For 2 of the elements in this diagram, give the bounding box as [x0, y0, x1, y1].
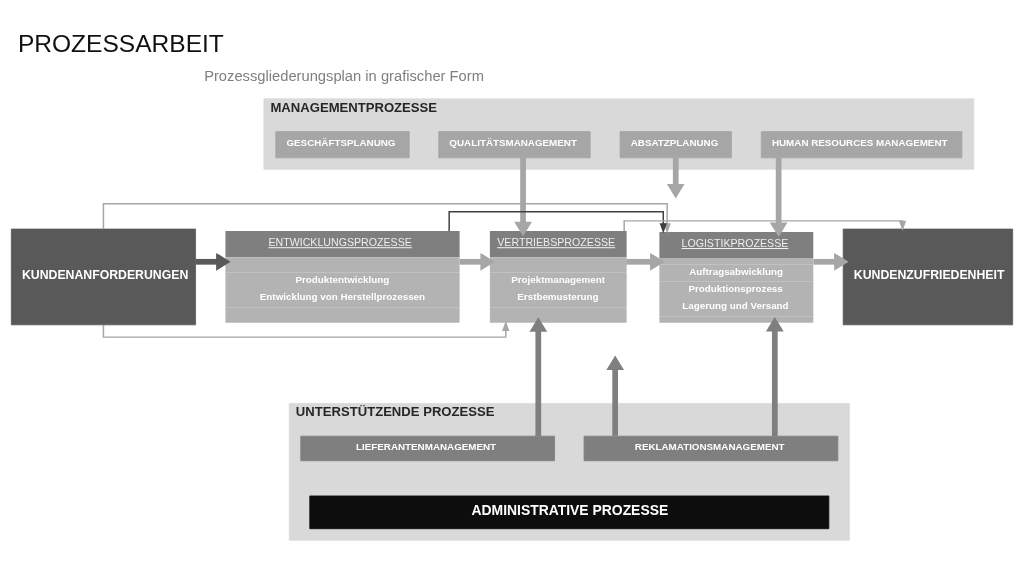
label: Prozessgliederungsplan in grafischer Form [204, 68, 484, 85]
diagram-title: PROZESSARBEIT [17, 30, 224, 58]
